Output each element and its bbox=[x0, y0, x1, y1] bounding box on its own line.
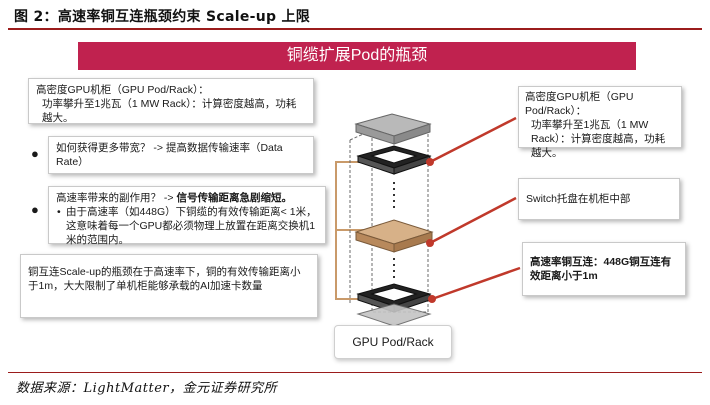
bandwidth-text: 如何获得更多带宽？ -> 提高数据传输速率（Data Rate） bbox=[56, 142, 283, 168]
rack-power-box: 高密度GPU机柜（GPU Pod/Rack）： 功率攀升至1兆瓦（1 MW Ra… bbox=[28, 78, 314, 124]
connector-dot bbox=[426, 158, 434, 166]
bullet-dot: ● bbox=[31, 146, 39, 161]
side-effect-box: 高速率带来的副作用？ -> 信号传输距离急剧缩短。 由于高速率（如448G）下铜… bbox=[48, 186, 326, 247]
bandwidth-box: 如何获得更多带宽？ -> 提高数据传输速率（Data Rate） bbox=[48, 136, 314, 174]
footer-rule bbox=[8, 372, 702, 373]
connector-line bbox=[431, 266, 521, 301]
connector-dot bbox=[426, 239, 434, 247]
title-rule bbox=[8, 28, 702, 30]
switch-tray bbox=[354, 219, 434, 253]
connector-dot bbox=[428, 295, 436, 303]
rack-power-line1: 高密度GPU机柜（GPU Pod/Rack）： bbox=[36, 84, 209, 96]
bullet-dot: ● bbox=[31, 202, 39, 217]
compute-tray-upper bbox=[356, 145, 434, 175]
side-effect-detail: 由于高速率（如448G）下铜缆的有效传输距离< 1米，这意味着每一个GPU都必须… bbox=[56, 205, 318, 247]
switch-callout-text: Switch托盘在机柜中部 bbox=[526, 193, 631, 205]
gpu-tray-bottom bbox=[356, 303, 432, 327]
copper-callout: 高速率铜互连：448G铜互连有效距离小于1m bbox=[522, 242, 686, 296]
gpu-tray-top bbox=[354, 113, 432, 145]
rack-power-callout: 高密度GPU机柜（GPU Pod/Rack）： 功率攀升至1兆瓦（1 MW Ra… bbox=[518, 86, 682, 159]
copper-callout-text: 高速率铜互连：448G铜互连有效距离小于1m bbox=[530, 256, 672, 282]
rack-power-callout-line2: 功率攀升至1兆瓦（1 MW Rack）：计算密度越高，功耗越大。 bbox=[531, 119, 666, 159]
compute-tray-lower bbox=[356, 283, 436, 313]
source-note: 数据来源：LightMatter，金元证券研究所 bbox=[16, 381, 278, 396]
rack-power-callout-line1: 高密度GPU机柜（GPU Pod/Rack）： bbox=[525, 91, 634, 117]
diagram-banner: 铜缆扩展Pod的瓶颈 bbox=[78, 42, 636, 70]
switch-callout: Switch托盘在机柜中部 bbox=[518, 178, 680, 220]
connector-line bbox=[429, 116, 517, 164]
bottleneck-text: 铜互连Scale-up的瓶颈在于高速率下，铜的有效传输距离小于1m，大大限制了单… bbox=[28, 266, 301, 292]
bottleneck-box: 铜互连Scale-up的瓶颈在于高速率下，铜的有效传输距离小于1m，大大限制了单… bbox=[20, 254, 318, 318]
connector-line bbox=[429, 196, 517, 245]
rack-label: GPU Pod/Rack bbox=[334, 325, 452, 359]
figure-title: 图 2：高速率铜互连瓶颈约束 Scale-up 上限 bbox=[14, 9, 311, 25]
side-effect-lead: 高速率带来的副作用？ -> 信号传输距离急剧缩短。 bbox=[56, 192, 292, 204]
rack-power-line2: 功率攀升至1兆瓦（1 MW Rack）：计算密度越高，功耗越大。 bbox=[42, 98, 297, 124]
